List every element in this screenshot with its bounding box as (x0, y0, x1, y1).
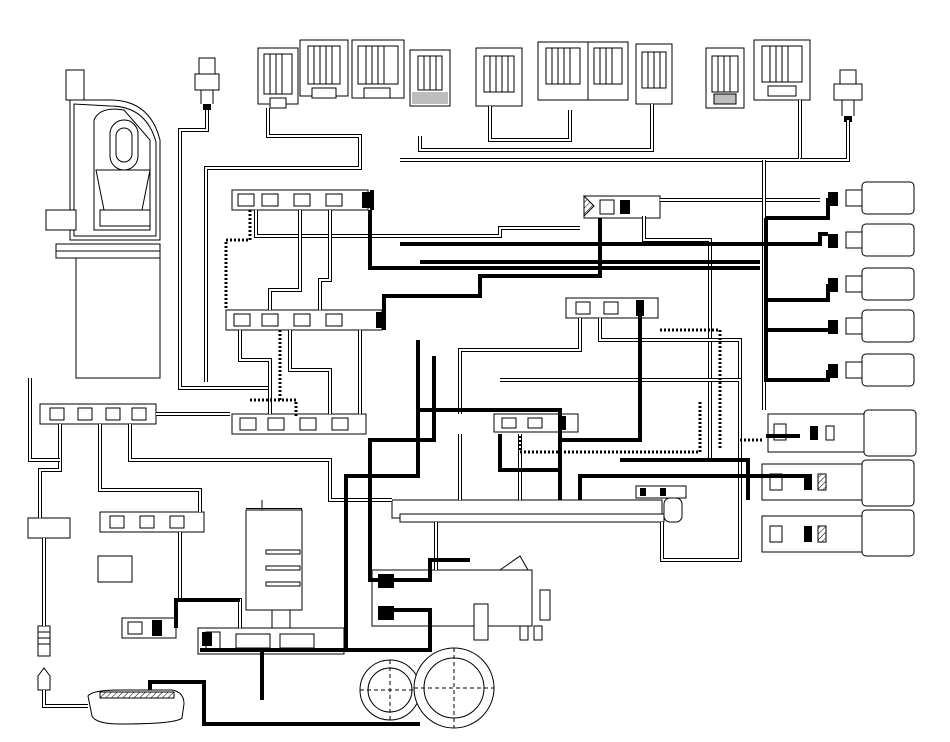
clutch-pack-icon (537, 41, 589, 101)
clutch-pack-icon (753, 39, 811, 101)
pressure-regulator-icon (767, 409, 917, 457)
clutch-pack-icon (351, 39, 405, 99)
spool-valve-icon (231, 413, 367, 435)
pressure-regulator-icon (761, 509, 915, 557)
pressure-regulator-icon (761, 459, 915, 507)
solenoid-icon (828, 181, 915, 215)
dashed-passages (224, 210, 764, 454)
accumulator-icon (409, 49, 451, 107)
pressure-sensor-icon (833, 69, 863, 122)
torque-converter-icon (45, 69, 161, 379)
solenoid-icon (828, 267, 915, 301)
spool-valve-icon (231, 189, 372, 211)
spool-valve-icon (121, 617, 177, 639)
oil-pump-icon (359, 647, 495, 729)
spool-valve-icon (225, 309, 386, 331)
spool-valve-icon (565, 297, 659, 319)
valve-body-outline (245, 500, 551, 621)
clutch-pack-icon (705, 47, 745, 109)
solenoid-icon (828, 353, 915, 387)
spool-valve-icon (583, 194, 661, 219)
solenoid-icon (828, 223, 915, 257)
clutch-pack-icon (299, 39, 349, 99)
clutch-pack-icon (587, 41, 629, 101)
clutch-pack-icon (475, 47, 523, 107)
clutch-pack-icon (257, 47, 299, 109)
spool-valve-icon (197, 605, 345, 655)
spool-valve-icon (27, 517, 133, 583)
oil-pan-icon (87, 689, 185, 725)
pressure-sensor-icon (194, 57, 220, 110)
spool-valve-icon (99, 511, 205, 533)
manual-valve-icon (371, 485, 687, 641)
oil-filter-icon (37, 625, 51, 691)
spool-valve-icon (493, 413, 579, 433)
main-pressure-lines (148, 190, 830, 726)
solenoid-icon (828, 309, 915, 343)
spool-valve-icon (39, 403, 157, 425)
clutch-pack-icon (635, 43, 673, 105)
